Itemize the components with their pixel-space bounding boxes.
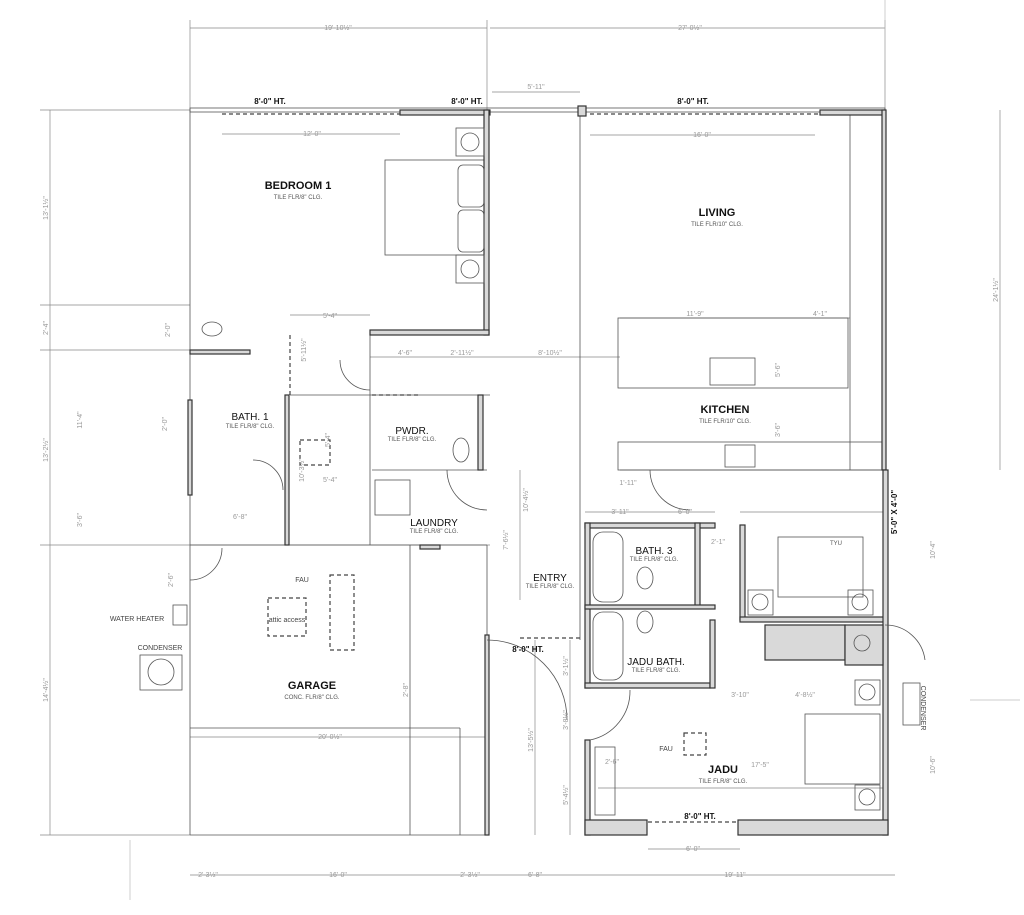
room-finish: TILE FLR/10" CLG.	[699, 419, 751, 425]
room-finish: TILE FLR/10" CLG.	[691, 222, 743, 228]
fau-note: FAU	[659, 746, 673, 753]
header-height-label: 8'-0" HT.	[677, 97, 708, 106]
dimension-label: 2'-1"	[711, 539, 725, 546]
window-size-note: 5'-0" X 4'-0"	[890, 490, 899, 535]
dimension-label: 5'-11"	[527, 84, 545, 91]
dimension-label: 20'-0½"	[318, 733, 342, 741]
dimension-label: 2'-3½"	[460, 871, 480, 879]
dimension-label: 5'-4"	[325, 433, 332, 447]
walls	[187, 105, 889, 836]
dimension-label: 5'-11½"	[300, 338, 308, 362]
dimension-label: 10'-6"	[930, 756, 937, 774]
dimension-label: 2'-0"	[165, 323, 172, 337]
dimension-label: 17'-5"	[751, 762, 769, 769]
room-finish: TILE FLR/8" CLG.	[630, 557, 679, 563]
room-finish: TILE FLR/8" CLG.	[632, 668, 681, 674]
dimension-label: 5'-4"	[323, 313, 337, 320]
room-name-pwdr: PWDR.	[395, 426, 428, 437]
dimension-label: 16'-0"	[329, 872, 347, 879]
dimension-label: 12'-0"	[303, 131, 321, 138]
dimension-label: 3'-8½"	[562, 710, 570, 730]
water-heater-note: WATER HEATER	[110, 616, 164, 623]
dimension-label: 7'-6½"	[502, 530, 510, 550]
dimension-label: 27'-0½"	[678, 24, 702, 32]
dimension-label: 2'-4"	[43, 321, 50, 335]
header-heights: 8'-0" HT. 8'-0" HT. 8'-0" HT. 8'-0" HT. …	[254, 97, 715, 821]
room-labels: BEDROOM 1 TILE FLR/8" CLG. LIVING TILE F…	[226, 180, 751, 785]
dimension-label: 19'-11"	[724, 872, 746, 879]
dimension-label: 4'-6"	[398, 350, 412, 357]
room-finish: TILE FLR/8" CLG.	[699, 779, 748, 785]
dimension-label: 24'-1½"	[992, 278, 1000, 302]
room-finish: TILE FLR/8" CLG.	[226, 424, 275, 430]
dimension-label: 3'-6"	[77, 513, 84, 527]
header-height-label: 8'-0" HT.	[254, 97, 285, 106]
dimension-label: 16'-0"	[693, 132, 711, 139]
room-name-garage: GARAGE	[288, 680, 336, 692]
room-finish: TILE FLR/8" CLG.	[526, 584, 575, 590]
dimension-label: 6'-8"	[528, 872, 542, 879]
room-name-jadu-bath: JADU BATH.	[627, 657, 685, 668]
room-name-living: LIVING	[699, 207, 736, 219]
room-name-bath1: BATH. 1	[231, 412, 268, 423]
room-finish: TILE FLR/8" CLG.	[410, 529, 459, 535]
dimension-label: 2'-11½"	[450, 349, 474, 357]
room-name-kitchen: KITCHEN	[701, 404, 750, 416]
dimension-label: 13'-1½"	[42, 196, 50, 220]
room-name-jadu: JADU	[708, 764, 738, 776]
dimension-label: 3'-6"	[775, 423, 782, 437]
dimension-lines	[40, 20, 1001, 876]
dimension-label: 11'-9"	[686, 311, 704, 318]
dimension-label: 19'-10½"	[324, 24, 352, 32]
dimension-label: 2'-0"	[162, 417, 169, 431]
dimension-label: 4'-1"	[813, 311, 827, 318]
dimension-label: 6'-8"	[233, 514, 247, 521]
dimension-label: 5'-4"	[323, 477, 337, 484]
notes: FAU attic access WATER HEATER CONDENSER …	[110, 490, 926, 753]
dimension-label: 13'-5½"	[527, 728, 535, 752]
dimension-label: 1'-11"	[619, 480, 637, 487]
room-name-bedroom1: BEDROOM 1	[265, 180, 332, 192]
room-finish: TILE FLR/8" CLG.	[274, 195, 323, 201]
fixtures	[139, 127, 926, 816]
dimension-label: 3'-10"	[731, 692, 749, 699]
room-name-bath3: BATH. 3	[635, 546, 672, 557]
dimension-label: 10'-3½"	[298, 458, 306, 482]
dimension-label: 5'-6"	[775, 363, 782, 377]
dimension-label: 6'-0"	[678, 509, 692, 516]
header-height-label: 8'-0" HT.	[684, 812, 715, 821]
room-finish: TILE FLR/8" CLG.	[388, 437, 437, 443]
dimension-label: 14'-4½"	[42, 678, 50, 702]
dimension-label: 3'-11"	[611, 509, 629, 516]
dimension-label: 2'-3½"	[198, 871, 218, 879]
condenser-note: CONDENSER	[919, 686, 926, 731]
dimension-label: 2'-6"	[605, 759, 619, 766]
room-name-entry: ENTRY	[533, 573, 567, 584]
room-name-laundry: LAUNDRY	[410, 518, 458, 529]
header-height-label: 8'-0" HT.	[451, 97, 482, 106]
dimension-label: 10'-4"	[930, 541, 937, 559]
dimension-label: 2'-6"	[168, 573, 175, 587]
room-finish: CONC. FLR/8" CLG.	[284, 695, 339, 701]
dimension-label: 5'-4½"	[562, 785, 570, 805]
condenser-note: CONDENSER	[138, 645, 183, 652]
fau-note: FAU	[295, 577, 309, 584]
dimension-label: 2'-8"	[403, 683, 410, 697]
dimension-label: 10'-4½"	[522, 488, 530, 512]
dimension-label: 6'-0"	[686, 846, 700, 853]
dimension-labels: 19'-10½" 27'-0½" 5'-11" 12'-0" 16'-0" 5'…	[42, 24, 1000, 879]
dimension-label: 13'-2½"	[42, 438, 50, 462]
header-height-label: 8'-0" HT.	[512, 645, 543, 654]
openings	[222, 113, 820, 823]
dimension-label: 8'-10½"	[538, 349, 562, 357]
tyu-note: TYU	[830, 541, 842, 547]
dimension-label: 11'-4"	[77, 411, 84, 429]
dimension-label: 4'-8½"	[795, 691, 815, 699]
attic-access-note: attic access	[269, 617, 306, 624]
dimension-label: 3'-1½"	[562, 656, 570, 676]
